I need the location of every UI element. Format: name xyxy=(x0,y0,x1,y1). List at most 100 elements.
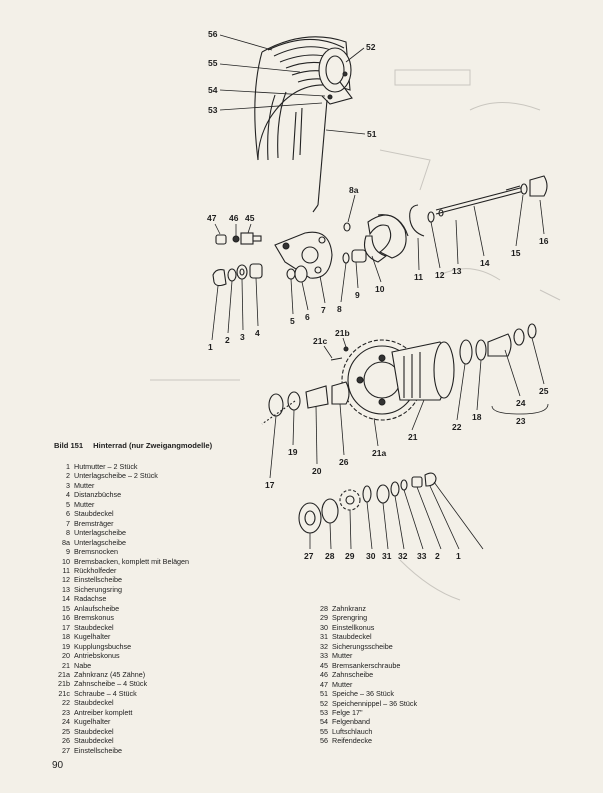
legend-key: 54 xyxy=(320,717,328,727)
callout-56: 56 xyxy=(208,29,218,39)
callout-19: 20 xyxy=(312,466,322,476)
callout-24: 24 xyxy=(516,398,526,408)
legend-text: Speichennippel – 36 Stück xyxy=(332,698,418,708)
hub-assembly xyxy=(261,323,537,425)
callout-25: 25 xyxy=(539,386,549,396)
brake-side-parts xyxy=(215,175,548,279)
legend-text: Felge 17" xyxy=(332,707,363,717)
legend-text: Unterlagscheibe xyxy=(74,537,126,547)
legend-text: Kupplungsbuchse xyxy=(74,641,132,651)
legend-text: Einstellscheibe xyxy=(74,575,122,585)
legend-text: Sicherungsscheibe xyxy=(332,641,393,651)
legend-text: Sicherungsring xyxy=(74,584,122,594)
leader-lines xyxy=(211,34,549,550)
legend-text: Staubdeckel xyxy=(74,622,114,632)
callout-33: 2 xyxy=(435,551,440,561)
legend-text: Mutter xyxy=(332,679,353,689)
legend-text: Zahnscheibe – 4 Stück xyxy=(74,679,148,689)
callout-13: 13 xyxy=(452,266,462,276)
legend-item: 23 Antreiber komplett xyxy=(54,708,284,717)
legend-item: 28 Zahnkranz xyxy=(312,604,532,613)
legend-key: 15 xyxy=(62,603,70,613)
callout-28: 29 xyxy=(345,551,355,561)
legend-key: 33 xyxy=(320,651,328,661)
legend-text: Reifendecke xyxy=(332,736,372,746)
legend-key: 47 xyxy=(320,679,328,689)
callout-46: 46 xyxy=(229,213,239,223)
legend-key: 52 xyxy=(320,698,328,708)
legend-text: Hutmutter – 2 Stück xyxy=(74,462,138,471)
callout-45: 45 xyxy=(245,213,255,223)
legend-item: 47 Mutter xyxy=(312,680,532,689)
legend-key: 11 xyxy=(62,565,70,575)
callout-labels: 56 55 54 53 52 51 8a 47 46 45 11 12 13 1… xyxy=(207,29,549,561)
legend-text: Unterlagscheibe – 2 Stück xyxy=(74,471,158,481)
callout-54: 54 xyxy=(208,85,218,95)
legend-key: 26 xyxy=(62,736,70,746)
figure-number: Bild 151 xyxy=(54,441,84,450)
legend-key: 55 xyxy=(320,726,328,736)
legend-text: Unterlagscheibe xyxy=(74,528,126,538)
legend-text: Staubdeckel xyxy=(74,698,114,708)
legend-item: 1 Hutmutter – 2 Stück xyxy=(54,462,284,471)
legend-key: 18 xyxy=(62,632,70,642)
legend-text: Speiche – 36 Stück xyxy=(332,689,394,699)
legend-text: Zahnkranz xyxy=(332,604,366,613)
legend-text: Antreiber komplett xyxy=(74,707,133,717)
legend-text: Staubdeckel xyxy=(74,509,114,519)
legend-text: Luftschlauch xyxy=(332,726,373,736)
legend-text: Antriebskonus xyxy=(74,651,120,661)
legend-key: 46 xyxy=(320,670,328,680)
legend-key: 53 xyxy=(320,707,328,717)
legend-text: Schraube – 4 Stück xyxy=(74,688,137,698)
legend-key: 12 xyxy=(62,575,70,585)
legend-key: 23 xyxy=(62,707,70,717)
legend-item: 12 Einstellscheibe xyxy=(54,575,284,584)
legend-text: Kugelhalter xyxy=(74,632,111,642)
page-number: 90 xyxy=(52,760,64,771)
legend-text: Mutter xyxy=(74,480,95,490)
legend-key: 28 xyxy=(320,604,328,613)
left-small-parts xyxy=(212,263,308,287)
legend-key: 45 xyxy=(320,660,328,670)
callout-47: 47 xyxy=(207,213,217,223)
callout-18b: 18 xyxy=(472,412,482,422)
callout-7: 7 xyxy=(321,305,326,315)
callout-14: 14 xyxy=(480,258,490,268)
callout-3: 3 xyxy=(240,332,245,342)
legend-key: 19 xyxy=(62,641,70,651)
callout-16: 16 xyxy=(539,236,549,246)
callout-18: 19 xyxy=(288,447,298,457)
wheel-assembly xyxy=(254,36,353,213)
legend-item: 19 Kupplungsbuchse xyxy=(54,642,284,651)
legend-item: 3 Mutter xyxy=(54,481,284,490)
callout-52: 52 xyxy=(366,42,376,52)
legend-key: 3 xyxy=(66,480,70,490)
callout-31: 32 xyxy=(398,551,408,561)
callout-20: 26 xyxy=(339,457,349,467)
callout-2: 2 xyxy=(225,335,230,345)
callout-26: 27 xyxy=(304,551,314,561)
legend-key: 9 xyxy=(66,547,70,557)
callout-53: 53 xyxy=(208,105,218,115)
legend-key: 1 xyxy=(66,462,70,471)
legend-text: Radachse xyxy=(74,594,107,604)
legend-key: 4 xyxy=(66,490,70,500)
callout-9: 9 xyxy=(355,290,360,300)
